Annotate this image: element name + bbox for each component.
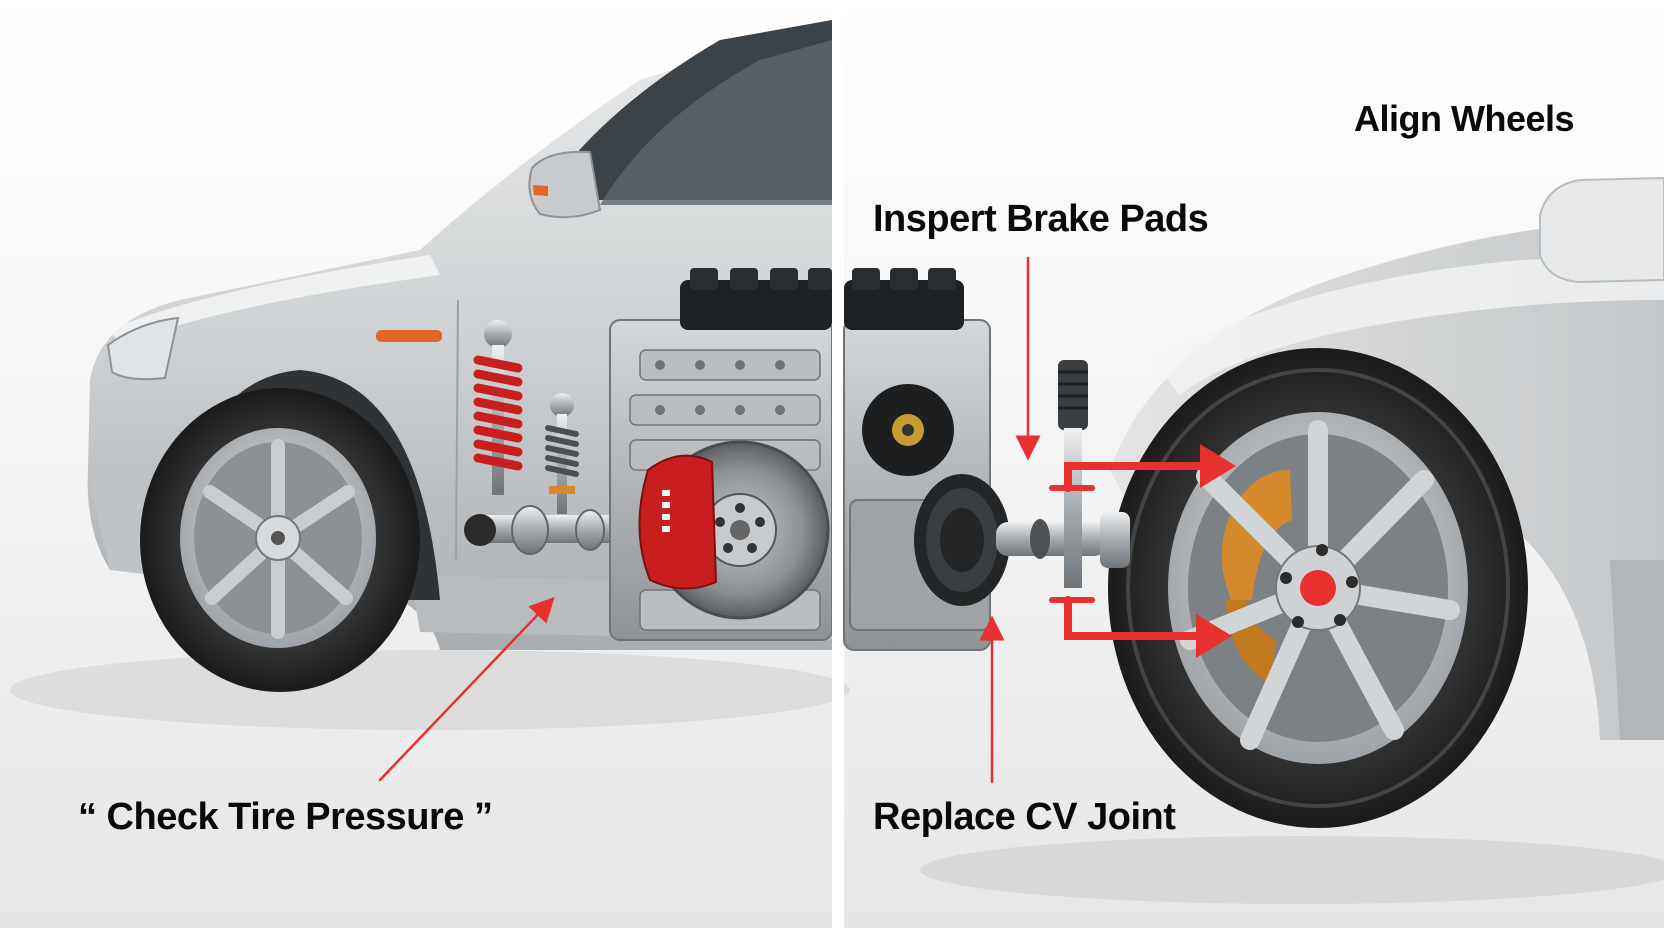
right-wheel [1108, 348, 1528, 828]
label-align-wheels: Align Wheels [1354, 98, 1575, 139]
align-arrow-lower [1064, 596, 1210, 640]
left-front-wheel [140, 388, 420, 692]
tire-pressure-arrow [378, 596, 555, 782]
right-car-body [1110, 176, 1664, 740]
right-cv-joint [914, 474, 1130, 606]
left-brake-assembly [638, 440, 830, 620]
label-check-tire-pressure: “ Check Tire Pressure ” [78, 796, 493, 838]
label-inspect-brake-pads: Inspert Brake Pads [873, 198, 1209, 240]
panel-divider [832, 0, 844, 928]
left-suspension-strut [473, 320, 579, 514]
align-arrow-upper [1064, 462, 1214, 492]
label-replace-cv-joint: Replace CV Joint [873, 796, 1176, 838]
annotation-arrows [378, 256, 1214, 784]
align-arrowheads [1196, 444, 1236, 658]
